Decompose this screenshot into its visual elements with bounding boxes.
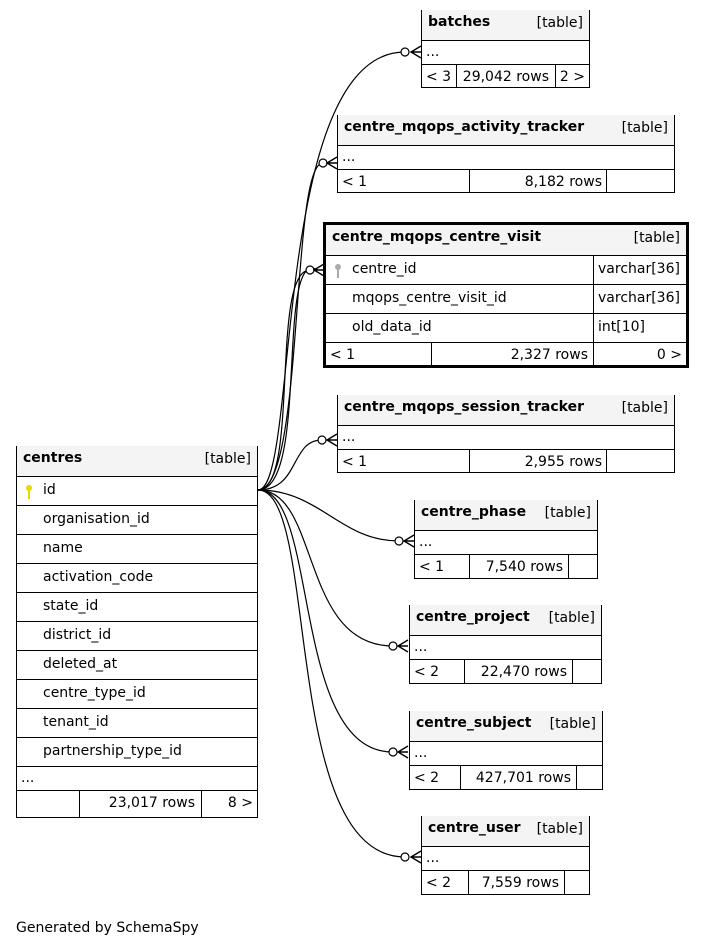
- table-name[interactable]: centre_subject: [416, 715, 532, 731]
- column-name[interactable]: id: [43, 482, 56, 498]
- row-count: 2,955 rows: [524, 454, 602, 470]
- table-name[interactable]: centres: [23, 450, 83, 466]
- row-count: 7,540 rows: [485, 559, 563, 575]
- parents-count[interactable]: < 3: [426, 69, 452, 85]
- column-name[interactable]: organisation_id: [43, 511, 150, 527]
- parents-count[interactable]: < 2: [426, 875, 452, 891]
- table-centre-subject[interactable]: centre_subject [table] ... < 2 427,701 r…: [409, 711, 603, 790]
- more-columns: ...: [21, 770, 35, 786]
- table-centre-mqops-session-tracker[interactable]: centre_mqops_session_tracker [table] ...…: [337, 395, 675, 473]
- table-centre-project[interactable]: centre_project [table] ... < 2 22,470 ro…: [409, 605, 602, 684]
- table-tag: [table]: [204, 451, 251, 467]
- children-count[interactable]: 0 >: [656, 347, 682, 363]
- table-tag: [table]: [544, 505, 591, 521]
- table-tag: [table]: [536, 15, 583, 31]
- more-columns: ...: [426, 850, 440, 866]
- column-name[interactable]: deleted_at: [43, 656, 118, 672]
- primary-key-icon: [26, 485, 32, 499]
- parents-count[interactable]: < 2: [414, 770, 440, 786]
- column-name[interactable]: partnership_type_id: [43, 743, 182, 759]
- table-name[interactable]: centre_phase: [421, 504, 527, 520]
- children-count[interactable]: 2 >: [559, 69, 585, 85]
- table-tag: [table]: [621, 120, 668, 136]
- table-centre-user[interactable]: centre_user [table] ... < 2 7,559 rows: [421, 816, 590, 895]
- edge-user: [257, 489, 406, 858]
- table-name[interactable]: centre_project: [416, 609, 530, 625]
- table-name[interactable]: centre_user: [428, 820, 521, 836]
- generator-note: Generated by SchemaSpy: [16, 920, 199, 936]
- row-count: 29,042 rows: [462, 69, 549, 85]
- table-tag: [table]: [548, 610, 595, 626]
- parents-count[interactable]: < 1: [342, 174, 368, 190]
- edge-subject: [257, 489, 394, 753]
- column-name[interactable]: centre_type_id: [43, 685, 146, 701]
- table-centres[interactable]: centres [table] id organisation_id name …: [16, 446, 258, 818]
- column-name[interactable]: tenant_id: [43, 714, 109, 730]
- more-columns: ...: [342, 429, 356, 445]
- table-name[interactable]: batches: [428, 14, 491, 30]
- edge-project: [257, 489, 394, 647]
- table-centre-mqops-activity-tracker[interactable]: centre_mqops_activity_tracker [table] ..…: [337, 115, 675, 193]
- column-name[interactable]: district_id: [43, 627, 112, 643]
- column-type: varchar[36]: [598, 290, 680, 306]
- parents-count[interactable]: < 1: [330, 347, 356, 363]
- column-name[interactable]: mqops_centre_visit_id: [352, 290, 507, 306]
- edge-centre-visit-2: [257, 267, 319, 491]
- edge-phase: [257, 489, 400, 542]
- table-name[interactable]: centre_mqops_session_tracker: [344, 399, 584, 415]
- table-centre-phase[interactable]: centre_phase [table] ... < 1 7,540 rows: [414, 500, 598, 579]
- parents-count[interactable]: < 1: [342, 454, 368, 470]
- column-type: varchar[36]: [598, 261, 680, 277]
- column-name[interactable]: activation_code: [43, 569, 154, 585]
- parents-count[interactable]: < 1: [419, 559, 445, 575]
- row-count: 23,017 rows: [108, 795, 195, 811]
- table-name[interactable]: centre_mqops_activity_tracker: [344, 119, 585, 135]
- row-count: 427,701 rows: [475, 770, 571, 786]
- column-name[interactable]: centre_id: [352, 261, 417, 277]
- edge-batches: [257, 51, 406, 491]
- edge-centre-visit: [257, 269, 311, 491]
- more-columns: ...: [414, 639, 428, 655]
- row-count: 22,470 rows: [480, 664, 567, 680]
- table-tag: [table]: [633, 230, 680, 246]
- table-name[interactable]: centre_mqops_centre_visit: [332, 229, 542, 245]
- column-type: int[10]: [598, 319, 645, 335]
- table-tag: [table]: [621, 400, 668, 416]
- row-count: 8,182 rows: [524, 174, 602, 190]
- table-centre-mqops-centre-visit[interactable]: centre_mqops_centre_visit [table] centre…: [323, 222, 689, 368]
- children-count[interactable]: 8 >: [227, 795, 253, 811]
- table-tag: [table]: [549, 716, 596, 732]
- edge-session-tracker: [257, 439, 323, 491]
- row-count: 2,327 rows: [510, 347, 588, 363]
- column-name[interactable]: old_data_id: [352, 319, 432, 335]
- more-columns: ...: [426, 44, 440, 60]
- parents-count[interactable]: < 2: [414, 664, 440, 680]
- more-columns: ...: [342, 149, 356, 165]
- table-batches[interactable]: batches [table] ... < 3 29,042 rows 2 >: [421, 10, 590, 88]
- column-name[interactable]: state_id: [43, 598, 99, 614]
- more-columns: ...: [414, 745, 428, 761]
- table-tag: [table]: [536, 821, 583, 837]
- foreign-key-icon: [335, 264, 341, 278]
- column-name[interactable]: name: [43, 540, 83, 556]
- row-count: 7,559 rows: [481, 875, 559, 891]
- more-columns: ...: [419, 534, 433, 550]
